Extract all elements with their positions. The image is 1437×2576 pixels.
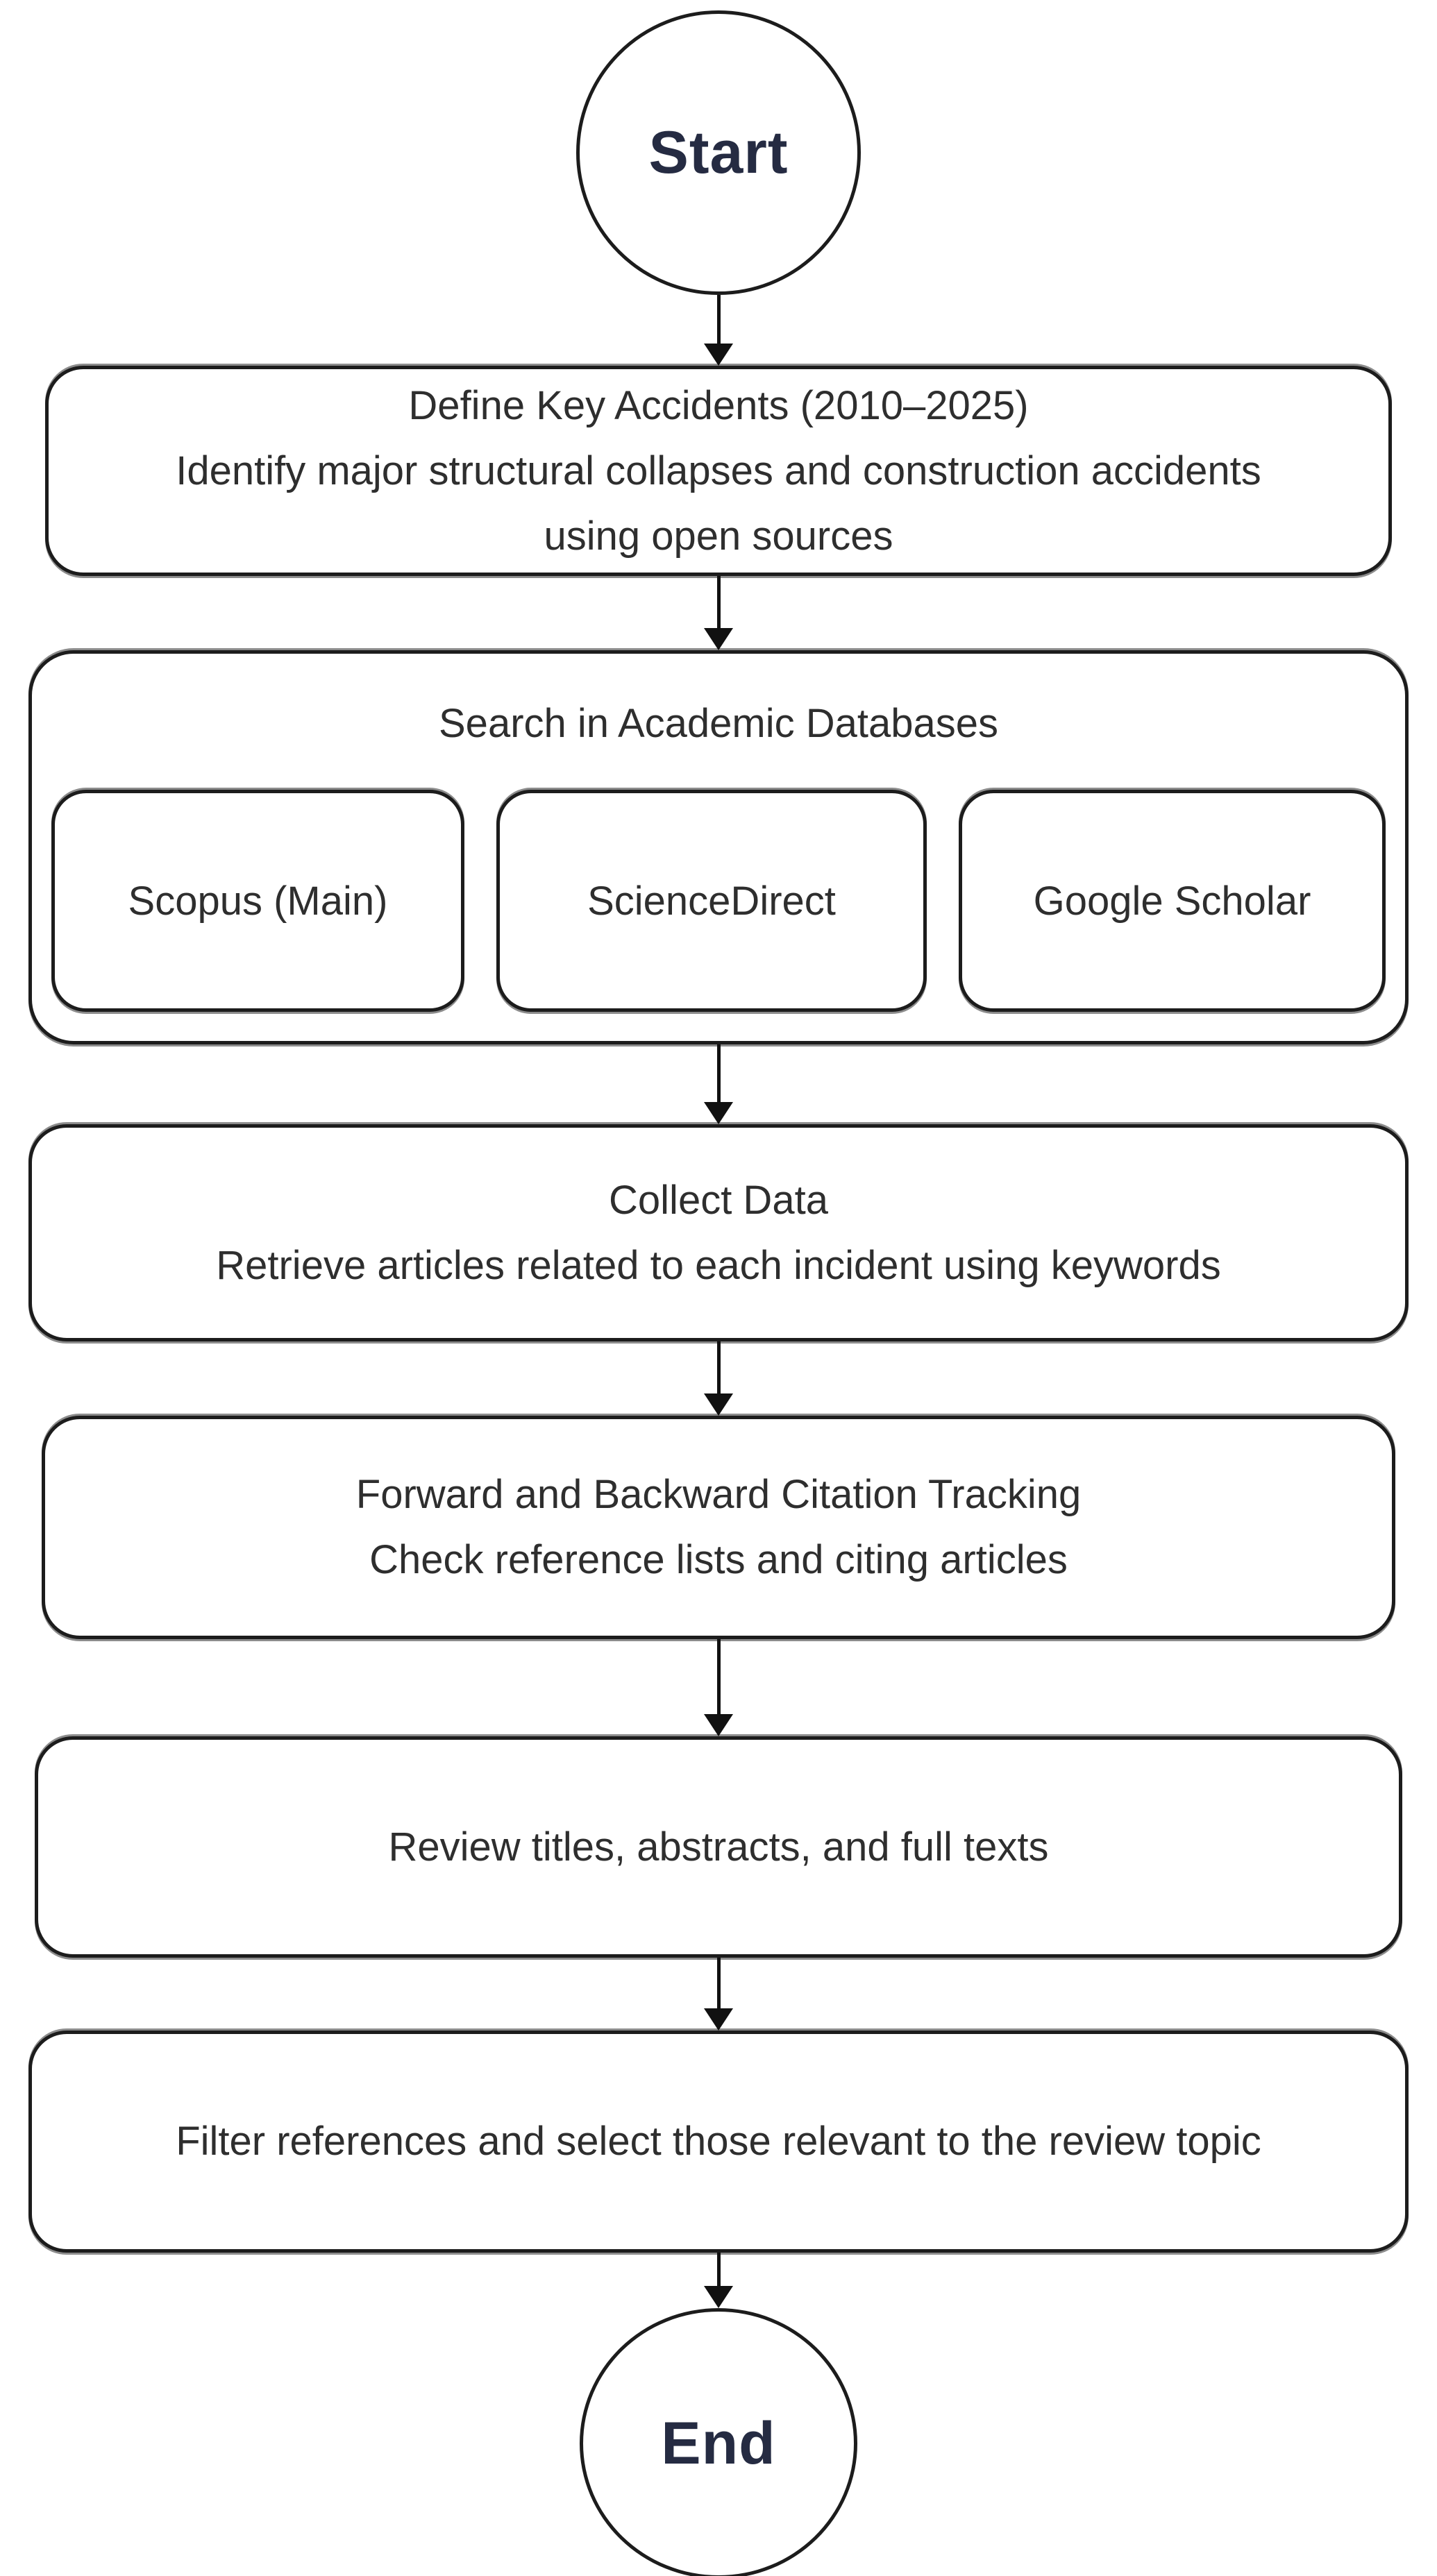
node-text-line: Retrieve articles related to each incide…: [216, 1242, 1221, 1288]
arrow-connector: [704, 1341, 733, 1416]
start-node: Start: [576, 10, 861, 295]
node-filter-references: Filter references and select those relev…: [28, 2031, 1409, 2253]
node-text-line: ScienceDirect: [587, 878, 836, 924]
node-text-line: Identify major structural collapses and …: [176, 448, 1261, 493]
arrow-head-icon: [704, 1714, 733, 1736]
arrow-connector: [704, 1958, 733, 2031]
arrow-line: [716, 1639, 721, 1715]
arrow-connector: [704, 576, 733, 650]
node-define-key-accidents: Define Key Accidents (2010–2025) Identif…: [45, 366, 1392, 576]
arrow-head-icon: [704, 2286, 733, 2308]
arrow-line: [716, 1044, 721, 1103]
arrow-line: [716, 2253, 721, 2287]
end-node: End: [580, 2308, 857, 2576]
arrow-line: [716, 1341, 721, 1395]
end-label: End: [661, 2409, 776, 2477]
arrow-head-icon: [704, 344, 733, 366]
node-text-line: Scopus (Main): [128, 878, 388, 924]
node-text-line: Collect Data: [609, 1177, 828, 1223]
arrow-line: [716, 1958, 721, 2010]
arrow-head-icon: [704, 1393, 733, 1416]
node-database-google-scholar: Google Scholar: [959, 790, 1386, 1012]
node-text-line: Define Key Accidents (2010–2025): [408, 382, 1029, 428]
container-title: Search in Academic Databases: [439, 701, 998, 746]
start-label: Start: [648, 119, 789, 186]
arrow-connector: [704, 2253, 733, 2308]
node-database-scopus: Scopus (Main): [51, 790, 464, 1012]
node-database-sciencedirect: ScienceDirect: [496, 790, 927, 1012]
arrow-line: [716, 576, 721, 629]
node-review-titles: Review titles, abstracts, and full texts: [35, 1736, 1402, 1958]
arrow-line: [716, 295, 721, 345]
arrow-connector: [704, 1044, 733, 1124]
arrow-head-icon: [704, 628, 733, 650]
arrow-head-icon: [704, 2008, 733, 2031]
node-text-line: Review titles, abstracts, and full texts: [388, 1824, 1049, 1870]
node-text-line: Check reference lists and citing article…: [369, 1537, 1068, 1582]
arrow-connector: [704, 1639, 733, 1736]
node-text-line: using open sources: [544, 513, 893, 559]
node-citation-tracking: Forward and Backward Citation Tracking C…: [42, 1416, 1395, 1639]
node-text-line: Google Scholar: [1033, 878, 1311, 924]
arrow-connector: [704, 295, 733, 366]
node-text-line: Forward and Backward Citation Tracking: [355, 1472, 1082, 1517]
node-text-line: Filter references and select those relev…: [176, 2119, 1261, 2164]
database-row: Scopus (Main) ScienceDirect Google Schol…: [32, 790, 1405, 1012]
node-collect-data: Collect Data Retrieve articles related t…: [28, 1124, 1409, 1341]
node-search-academic-databases: Search in Academic Databases Scopus (Mai…: [28, 650, 1409, 1044]
arrow-head-icon: [704, 1102, 733, 1124]
